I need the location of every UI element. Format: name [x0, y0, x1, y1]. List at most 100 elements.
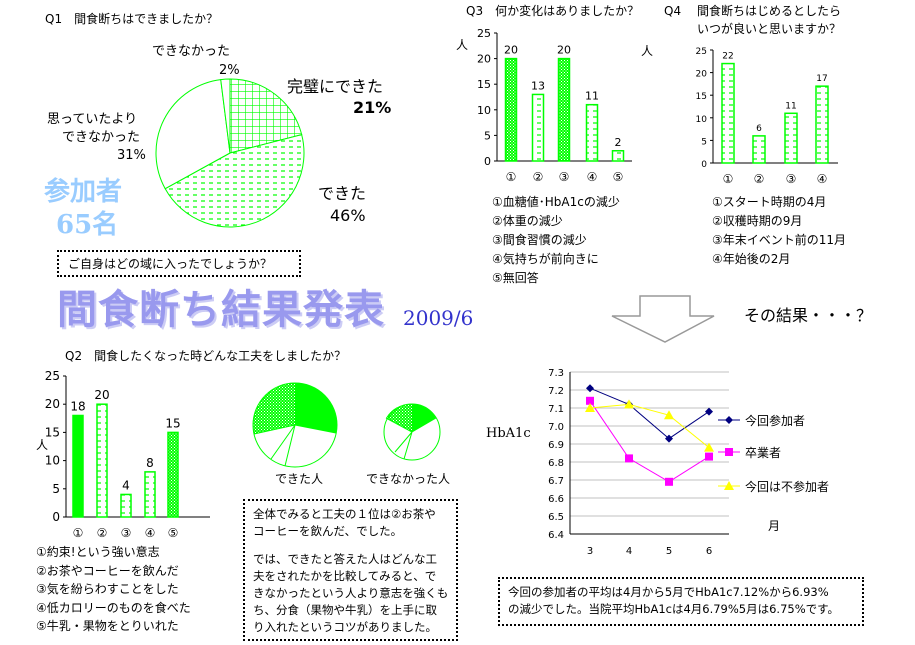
series-line [589, 403, 710, 448]
y-tick-label: 10 [45, 454, 60, 468]
y-tick-label: 7.0 [548, 422, 564, 433]
data-point [624, 399, 634, 409]
q3-legend: ①血糖値･HbA1cの減少 ②体重の減少 ③間食習慣の減少 ④気持ちが前向きに … [492, 193, 620, 288]
note-line: では、できたと答えた人はどんな工 [253, 552, 437, 566]
data-label: 17 [816, 74, 827, 84]
y-tick-label: 5 [52, 482, 60, 496]
q1-pct-failed: 2% [219, 63, 240, 78]
y-tick-label: 6.9 [548, 440, 564, 451]
data-label: 15 [165, 416, 180, 430]
q1-label-done: できた [318, 184, 367, 203]
y-tick-label: 25 [696, 47, 707, 57]
y-tick-label: 7.1 [548, 404, 564, 415]
bar [144, 471, 156, 518]
bar [557, 57, 571, 162]
pie-slice [229, 78, 303, 154]
bar [721, 62, 735, 164]
legend-marker [725, 416, 733, 424]
x-tick-label: ④ [145, 526, 156, 540]
pie-succeeded-label: できた人 [275, 472, 324, 486]
data-point [665, 434, 673, 443]
line-xlabel: 月 [768, 519, 781, 533]
bar [531, 93, 545, 162]
q1-label-partial-2: できなかった [62, 130, 141, 145]
bar [167, 431, 179, 518]
q4-legend-item: ①スタート時期の4月 [712, 195, 827, 209]
data-label: 20 [504, 44, 518, 57]
note-line: 夫をされたかを比較してみると、で [253, 569, 437, 583]
bar [504, 57, 518, 162]
summary-text: 今回の参加者の平均は4月から5月でHbA1c7.12%から6.93% の減少でし… [508, 584, 839, 618]
y-tick-label: 7.3 [548, 368, 564, 379]
y-tick-label: 25 [477, 27, 491, 40]
legend-participants: 今回参加者 [745, 414, 806, 428]
bar [72, 414, 84, 518]
data-label: 18 [70, 399, 85, 413]
data-point [704, 442, 714, 452]
note-line: り入れたというコツがありました。 [253, 620, 437, 634]
y-tick-label: 5 [484, 129, 491, 142]
q3-title: Q3 何か変化はありましたか？ [466, 4, 640, 18]
x-tick-label: ④ [817, 172, 828, 186]
x-tick-label: ① [723, 172, 734, 186]
x-tick-label: 6 [706, 546, 712, 557]
data-point [705, 452, 713, 461]
series-line [589, 387, 710, 440]
q3-legend-item: ⑤無回答 [492, 271, 539, 285]
y-tick-label: 25 [45, 369, 60, 383]
x-tick-label: 4 [626, 546, 632, 557]
q1-pct-partial: 31% [117, 148, 146, 163]
bar [815, 85, 829, 164]
data-point [705, 407, 713, 416]
bar [96, 403, 108, 518]
q1-prompt-box: ご自身はどの域に入ったでしょうか？ [57, 250, 301, 277]
data-label: 20 [557, 44, 571, 57]
q2-note-p2: では、できたと答えた人はどんな工 夫をされたかを比較してみると、で きなかったと… [253, 551, 448, 636]
q2-note-p1: 全体でみると工夫の１位は②お茶や コーヒーを飲んだ、でした。 [253, 506, 436, 540]
note-line: ち、分食（果物や牛乳）を上手に取 [253, 603, 437, 617]
x-tick-label: ④ [587, 170, 598, 184]
y-tick-label: 15 [477, 78, 491, 91]
y-tick-label: 10 [477, 104, 491, 117]
y-tick-label: 20 [696, 70, 708, 80]
q1-label-failed: できなかった [152, 44, 231, 59]
q3-unit-left: 人 [456, 38, 469, 52]
q3-legend-item: ③間食習慣の減少 [492, 233, 587, 247]
x-tick-label: 5 [666, 546, 672, 557]
q2-legend-item: ④低カロリーのものを食べた [36, 600, 191, 615]
data-label: 20 [94, 388, 109, 402]
data-label: 6 [756, 124, 762, 134]
legend-nonparticipants: 今回は不参加者 [745, 480, 830, 494]
note-line: きなかったという人より意志を強くも [253, 586, 449, 600]
y-tick-label: 6.4 [548, 530, 564, 541]
q3-unit-right: 人 [641, 44, 654, 58]
x-tick-label: ① [506, 170, 517, 184]
pie-slice [155, 79, 231, 190]
note-line: コーヒーを飲んだ、でした。 [253, 524, 403, 538]
x-tick-label: ② [754, 172, 765, 186]
q4-legend-item: ④年始後の2月 [712, 252, 791, 266]
q1-label-perfect: 完璧にできた [287, 77, 384, 96]
participants-count: 65名 [56, 210, 119, 240]
y-tick-label: 6.8 [548, 458, 564, 469]
pie-failed [383, 403, 441, 461]
data-point [625, 454, 633, 463]
y-tick-label: 15 [45, 425, 60, 439]
q4-title-line1: 間食断ちはじめるとしたら [697, 4, 842, 18]
q1-pct-perfect: 21% [353, 98, 392, 117]
q2-legend: ①約束!という強い意志 ②お茶やコーヒーを飲んだ ③気を紛らわすことをした ④低… [36, 543, 191, 636]
q4-title-line2: いつが良いと思いますか？ [697, 22, 842, 36]
data-label: 4 [122, 478, 130, 492]
summary-line: の減少でした。当院平均HbA1cは4月6.79%5月は6.75%です。 [508, 602, 840, 616]
y-tick-label: 0 [484, 155, 491, 168]
result-label: その結果・・・？ [744, 306, 873, 325]
pie-slice [220, 78, 231, 154]
participants-label: 参加者 [44, 177, 123, 207]
bar [611, 150, 625, 162]
q4-legend-item: ②収穫時期の9月 [712, 214, 803, 228]
x-tick-label: ⑤ [168, 526, 179, 540]
data-label: 2 [615, 136, 622, 149]
